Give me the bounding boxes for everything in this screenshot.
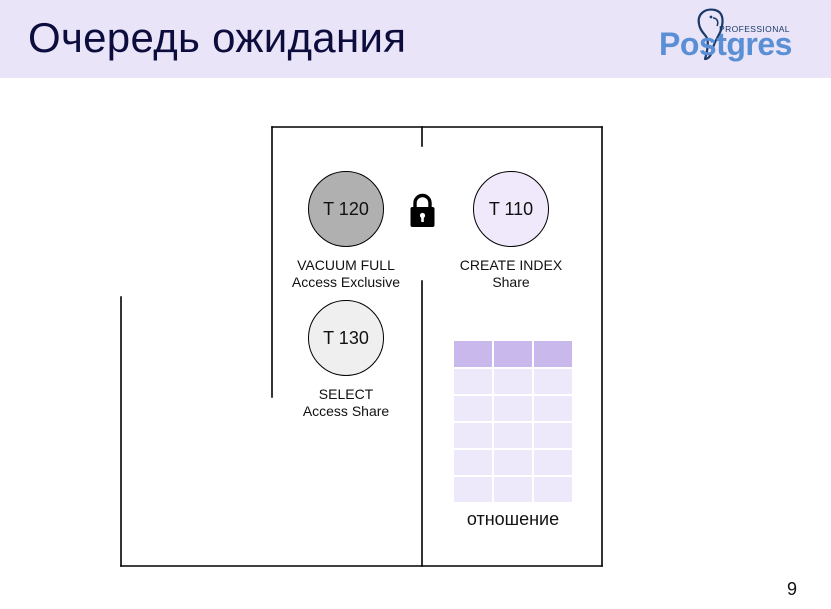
transaction-t120-caption: VACUUM FULL Access Exclusive [266,257,426,291]
relation-cell [534,396,572,421]
postgres-logo: PROFESSIONAL Postgres [655,4,805,70]
relation-cell [534,369,572,394]
relation-cell [494,369,532,394]
relation-row [454,450,572,475]
transaction-t110-caption: CREATE INDEX Share [431,257,591,291]
t110-command: CREATE INDEX [459,257,563,273]
t120-command: VACUUM FULL [297,257,395,273]
relation-cell [494,423,532,448]
t120-lock-mode: Access Exclusive [291,274,401,290]
relation-row [454,396,572,421]
relation-cell [534,423,572,448]
lock-icon [409,193,436,229]
page-number: 9 [786,579,797,599]
slide-title: Очередь ожидания [28,14,407,61]
slide-header: Очередь ожидания PROFESSIONAL Postgres [0,0,831,78]
relation-cell [534,477,572,502]
transaction-t130: T 130 [308,300,384,376]
relation-cell [454,450,492,475]
relation-cell [494,477,532,502]
relation-header-row [454,341,572,367]
relation-cell [454,369,492,394]
relation-header-cell [454,341,492,367]
transaction-t120: T 120 [308,171,384,247]
t130-lock-mode: Access Share [302,403,390,419]
relation-header-cell [494,341,532,367]
relation-cell [494,450,532,475]
logo-word: Postgres [659,26,792,62]
relation-table [454,341,572,502]
relation-row [454,423,572,448]
transaction-t130-caption: SELECT Access Share [266,386,426,420]
relation-row [454,477,572,502]
relation-header-cell [534,341,572,367]
relation-row [454,369,572,394]
logo-professional: PROFESSIONAL [719,24,790,34]
elephant-icon [697,8,724,61]
relation-cell [454,423,492,448]
transaction-t110: T 110 [473,171,549,247]
t130-command: SELECT [318,386,374,402]
relation-label: отношение [466,509,560,529]
relation-cell [454,477,492,502]
relation-cell [494,396,532,421]
relation-cell [534,450,572,475]
relation-cell [454,396,492,421]
t110-lock-mode: Share [492,274,530,290]
